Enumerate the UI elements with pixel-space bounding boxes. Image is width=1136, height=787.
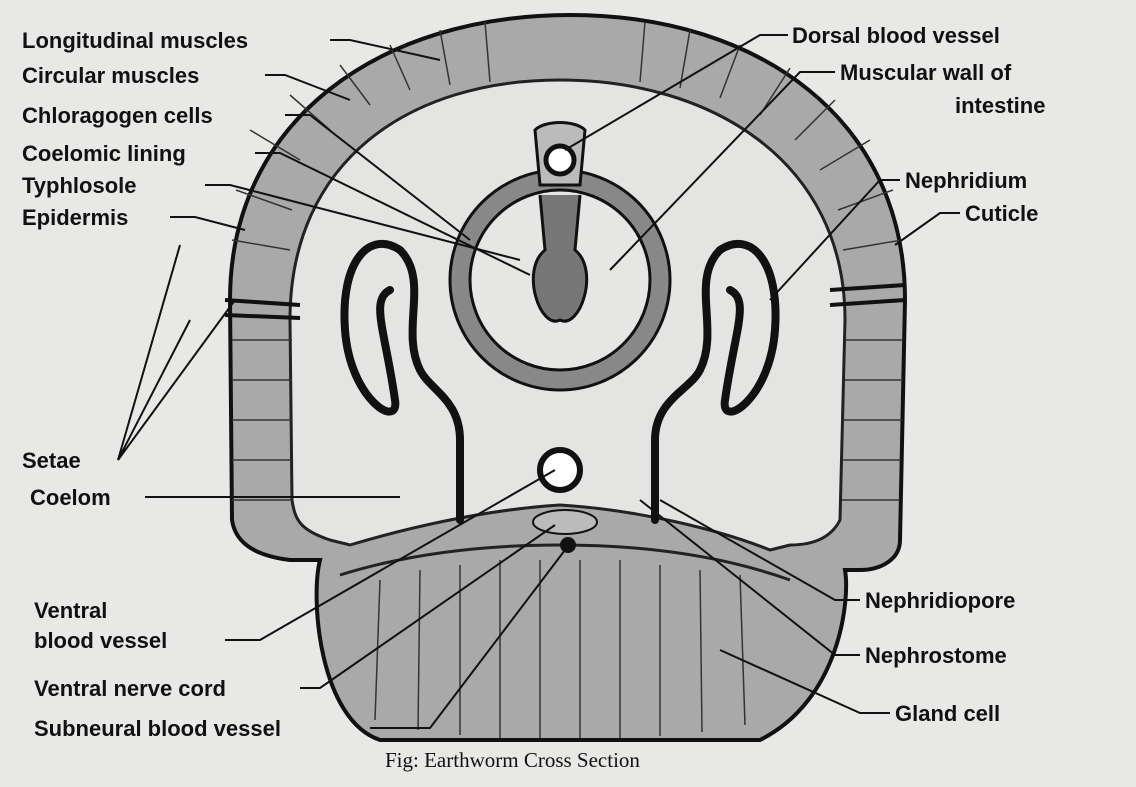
label-epidermis: Epidermis xyxy=(22,205,128,230)
label-ventral-nerve-cord: Ventral nerve cord xyxy=(34,676,226,701)
label-subneural-blood-vessel: Subneural blood vessel xyxy=(34,716,281,741)
label-chloragogen-cells: Chloragogen cells xyxy=(22,103,213,128)
nephridium-right xyxy=(651,240,780,524)
muscle-striations xyxy=(231,21,903,738)
label-gland-cell: Gland cell xyxy=(895,701,1000,726)
setae-marks xyxy=(224,283,906,320)
label-dorsal-blood-vessel: Dorsal blood vessel xyxy=(792,23,1000,48)
label-setae: Setae xyxy=(22,448,81,473)
label-muscular-wall: Muscular wall of xyxy=(840,60,1012,85)
nephridium-left xyxy=(340,240,464,524)
typhlosole-fold xyxy=(531,194,589,323)
figure-caption: Fig: Earthworm Cross Section xyxy=(385,748,640,772)
label-coelom: Coelom xyxy=(30,485,111,510)
label-circular-muscles: Circular muscles xyxy=(22,63,199,88)
label-nephridium: Nephridium xyxy=(905,168,1027,193)
leader-lines xyxy=(117,34,960,729)
label-nephrostome: Nephrostome xyxy=(865,643,1007,668)
label-nephridiopore: Nephridiopore xyxy=(865,588,1015,613)
label-longitudinal-muscles: Longitudinal muscles xyxy=(22,28,248,53)
ventral-nerve-cord xyxy=(532,509,598,535)
subneural-blood-vessel xyxy=(560,537,576,553)
label-ventral: Ventral xyxy=(34,598,107,623)
label-coelomic-lining: Coelomic lining xyxy=(22,141,186,166)
ventral-blood-vessel xyxy=(537,447,583,493)
dorsal-blood-vessel xyxy=(543,143,577,177)
label-cuticle: Cuticle xyxy=(965,201,1038,226)
label-intestine: intestine xyxy=(955,93,1045,118)
label-typhlosole: Typhlosole xyxy=(22,173,137,198)
label-ventral-blood-vessel: blood vessel xyxy=(34,628,167,653)
